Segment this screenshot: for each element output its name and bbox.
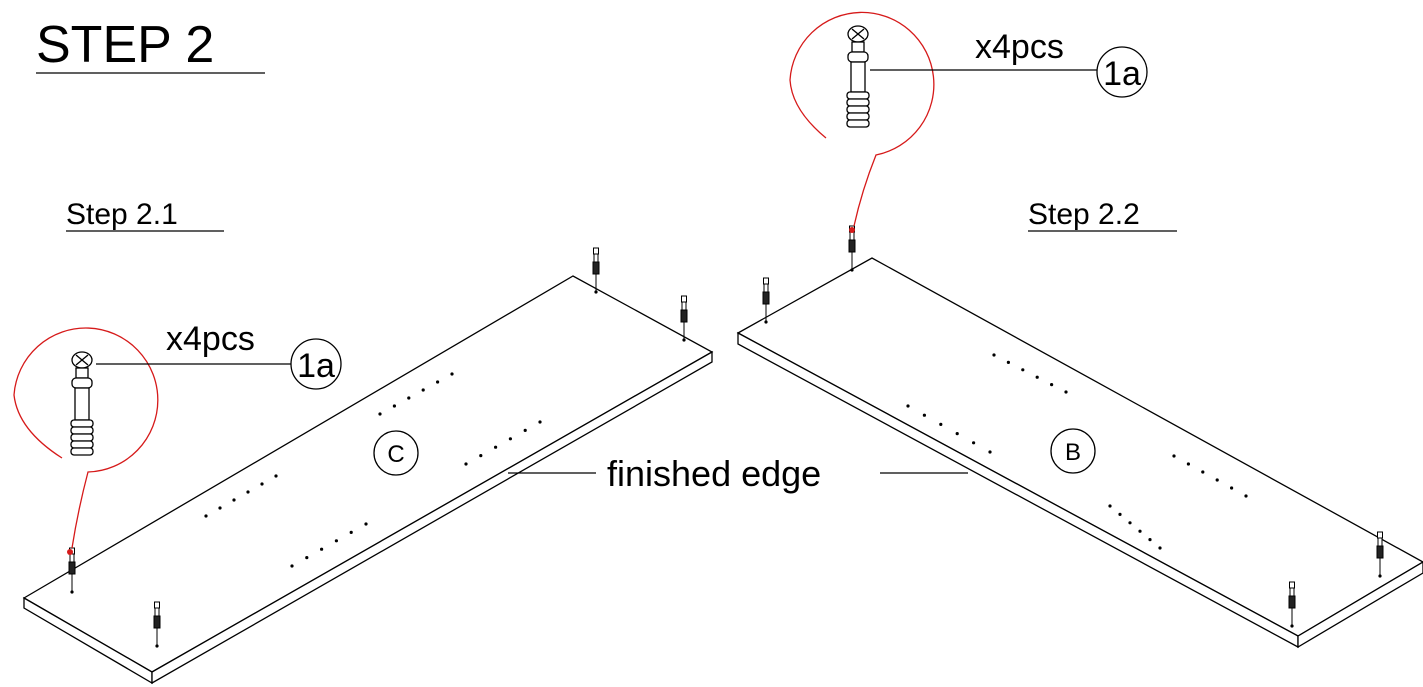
part-callout-left: 1a — [297, 347, 335, 385]
hole-dot — [906, 404, 910, 408]
hole-dot — [939, 422, 943, 426]
panel-c — [22, 275, 714, 685]
hole-dot — [334, 539, 338, 543]
hole-dot — [479, 454, 483, 458]
hole-dot — [1244, 494, 1248, 498]
hole-dot — [218, 506, 222, 510]
part-callout-left-circle — [290, 338, 342, 390]
small-cam-dowel — [1376, 531, 1384, 578]
panel-b-letter: B — [1065, 439, 1081, 466]
hole-dot — [407, 396, 411, 400]
hole-dot — [1230, 486, 1234, 490]
hole-dot — [436, 380, 440, 384]
hole-dot — [260, 482, 264, 486]
hole-dot — [204, 514, 208, 518]
hole-dot — [378, 412, 382, 416]
hole-dot — [1186, 462, 1190, 466]
hole-dot — [305, 556, 309, 560]
hole-dot — [320, 547, 324, 551]
hole-dot — [523, 428, 527, 432]
callout-right-marker — [849, 227, 855, 233]
hole-dot — [421, 388, 425, 392]
small-cam-dowel — [1288, 581, 1296, 628]
hole-dot — [1021, 368, 1025, 372]
finished-edge-label: finished edge — [607, 453, 821, 494]
hole-dot — [1108, 504, 1112, 508]
hole-dot — [1201, 470, 1205, 474]
hole-dot — [972, 441, 976, 445]
part-callout-right: 1a — [1103, 55, 1141, 93]
step-2-1-label: Step 2.1 — [66, 198, 178, 231]
step-2-2-label: Step 2.2 — [1028, 198, 1140, 231]
callout-left-balloon — [13, 327, 159, 549]
hole-dot — [450, 372, 454, 376]
hole-dot — [508, 437, 512, 441]
callout-right-balloon — [789, 11, 935, 227]
hole-dot — [1064, 390, 1068, 394]
hole-dot — [1128, 521, 1132, 525]
hole-dot — [538, 420, 542, 424]
hole-dot — [1138, 529, 1142, 533]
hole-dot — [988, 450, 992, 454]
hole-dot — [274, 474, 278, 478]
hole-dot — [1215, 478, 1219, 482]
small-cam-dowel — [153, 601, 161, 648]
step-title: STEP 2 — [36, 16, 214, 74]
quantity-left: x4pcs — [166, 320, 255, 358]
hole-dot — [349, 530, 353, 535]
detail-callout-right: x4pcs 1a — [789, 11, 1148, 233]
hole-dot — [955, 432, 959, 436]
hole-dot — [1006, 360, 1011, 364]
hole-dot — [1035, 375, 1039, 379]
hole-dot — [494, 445, 498, 449]
hole-dot — [1050, 383, 1054, 387]
hole-rows — [204, 353, 1248, 568]
hole-dot — [364, 522, 368, 526]
detail-callout-left: x4pcs 1a — [13, 320, 342, 555]
hole-dot — [922, 413, 927, 417]
panel-c-letter: C — [387, 441, 404, 468]
panel-c-side-edge — [151, 350, 713, 685]
panel-b-circle — [1050, 428, 1096, 474]
hole-dot — [1172, 454, 1176, 458]
hole-dot — [992, 353, 996, 357]
panel-c-circle — [373, 430, 419, 476]
callout-left-marker — [67, 549, 73, 555]
hole-dot — [246, 490, 250, 494]
small-cam-dowel — [762, 277, 770, 324]
cam-dowel-large-right — [846, 25, 870, 128]
hole-dot — [1148, 538, 1152, 542]
hole-dot — [1158, 546, 1162, 550]
panel-b-badge: B — [1050, 428, 1096, 474]
small-cam-dowel — [680, 295, 688, 342]
cam-dowel-large-left — [70, 351, 94, 456]
hole-dot — [392, 404, 396, 408]
part-callout-right-circle — [1096, 46, 1148, 98]
hole-dot — [464, 462, 468, 466]
small-cam-dowel — [592, 247, 600, 294]
hole-dot — [290, 564, 294, 568]
hole-dot — [1118, 512, 1122, 517]
panel-c-badge: C — [373, 430, 419, 476]
hole-dot — [232, 498, 236, 502]
panel-b-side-edge — [1297, 561, 1423, 649]
quantity-right: x4pcs — [975, 28, 1064, 66]
